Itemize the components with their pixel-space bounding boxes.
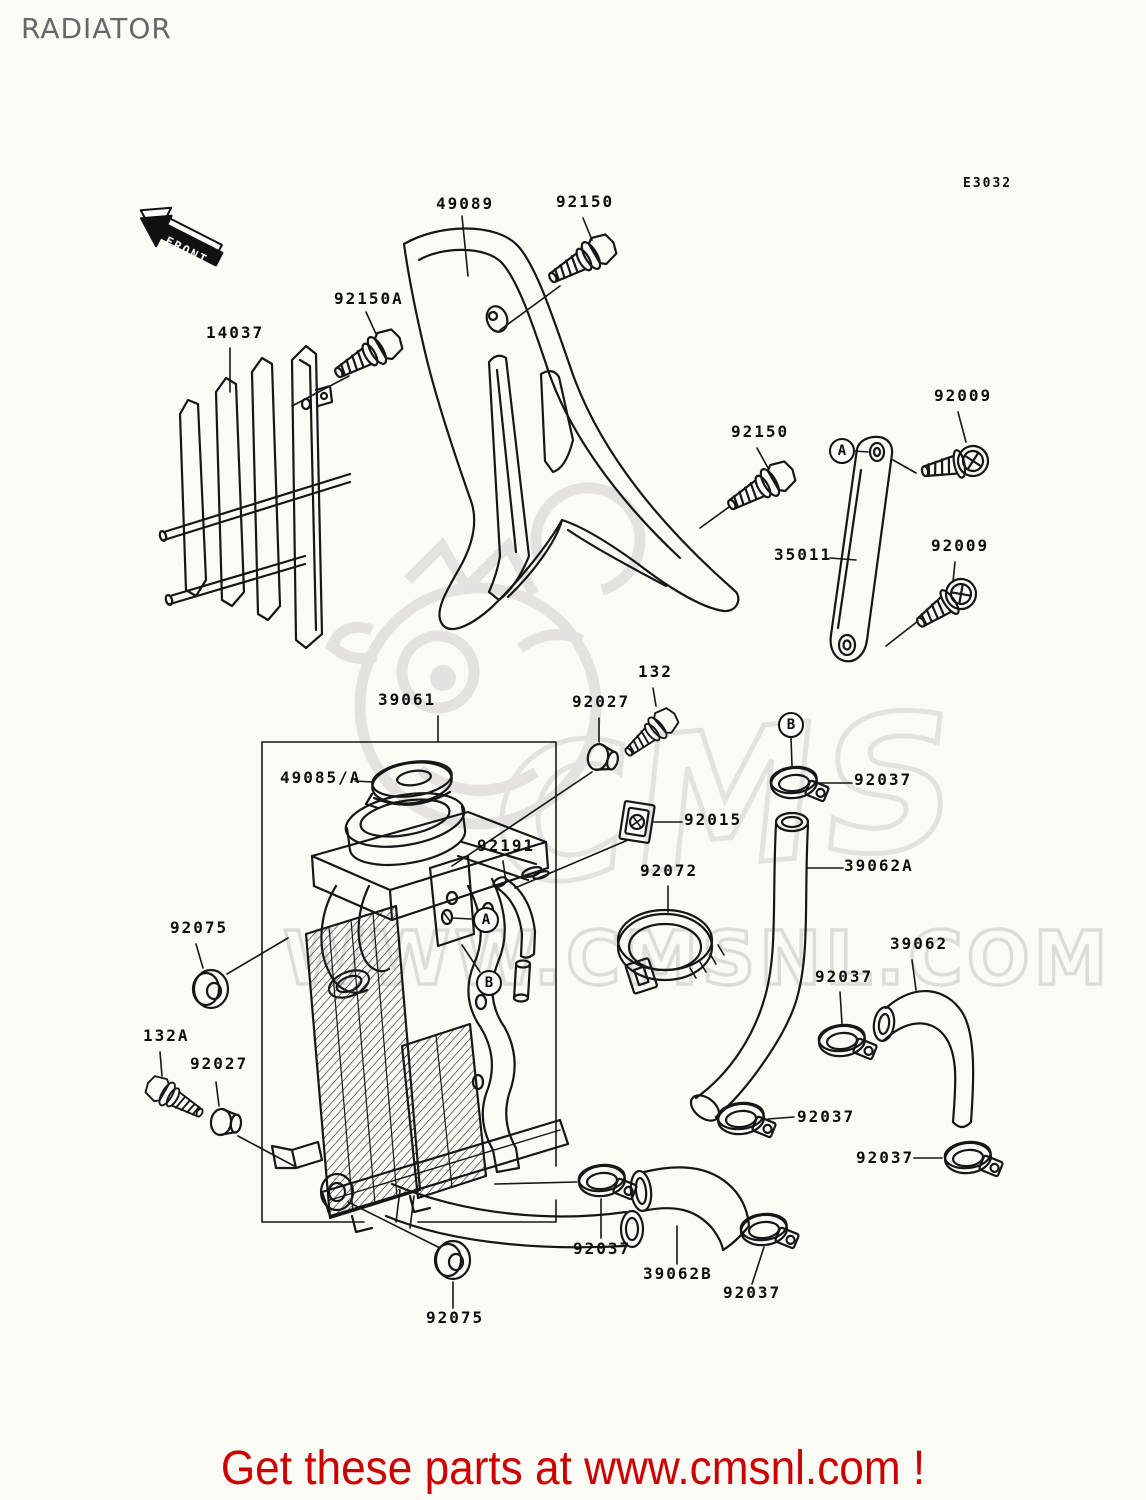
diagram-code: E3032	[963, 176, 1013, 191]
clamp-92037-right	[816, 1020, 880, 1066]
watermark-logo-text: CMS	[485, 671, 970, 928]
part-label-92072: 92072	[640, 861, 699, 880]
part-label-49089: 49089	[436, 194, 495, 213]
bolt-92150a	[327, 323, 409, 389]
part-label-92037-outlet: 92037	[573, 1239, 632, 1258]
part-label-92150-top: 92150	[556, 192, 615, 211]
part-label-39061: 39061	[378, 690, 437, 709]
callout-b-radiator: B	[476, 970, 502, 996]
part-label-92150a: 92150A	[334, 289, 404, 308]
part-label-35011: 35011	[774, 545, 833, 564]
part-label-132: 132	[638, 662, 673, 681]
part-label-39062: 39062	[890, 934, 949, 953]
hose-39062-drawing	[872, 990, 975, 1129]
bolt-92009-top	[917, 442, 992, 488]
hose-39062b-drawing	[629, 1166, 751, 1252]
part-label-39062b: 39062B	[643, 1264, 713, 1283]
grommet-92075-left	[191, 968, 230, 1010]
part-label-92015: 92015	[684, 810, 743, 829]
part-label-92037-39062b: 92037	[723, 1283, 782, 1302]
callout-b-clamp: B	[778, 712, 804, 738]
hose-39062a-drawing	[689, 811, 810, 1122]
clamp-92037-outlet	[576, 1160, 640, 1206]
radiator-box-39061	[261, 741, 557, 1223]
part-label-92075-bottom: 92075	[426, 1308, 485, 1327]
bolt-92150-top	[541, 228, 623, 294]
bracket-35011-drawing	[829, 435, 894, 663]
part-label-92037-br: 92037	[856, 1148, 915, 1167]
front-arrow: FRONT	[139, 206, 224, 267]
bolt-92150-mid	[720, 455, 802, 521]
radiator-39061-drawing	[270, 792, 645, 1249]
clamp-92037-39062b	[738, 1209, 802, 1255]
part-label-92075-left: 92075	[170, 918, 229, 937]
page-title: RADIATOR	[21, 12, 172, 45]
part-label-92009-top: 92009	[934, 386, 993, 405]
callout-a-bracket: A	[829, 438, 855, 464]
part-label-39062a: 39062A	[844, 856, 914, 875]
part-label-92037-right: 92037	[815, 967, 874, 986]
plug-92027-bottom	[208, 1106, 244, 1139]
cmsnl-banner-link[interactable]: Get these parts at www.cmsnl.com !	[220, 1442, 926, 1495]
grille-14037-drawing	[158, 344, 352, 650]
leader-lines	[159, 215, 967, 1309]
part-label-49085a: 49085/A	[280, 768, 362, 787]
clamp-92072-drawing	[616, 908, 725, 995]
part-label-92027-bottom: 92027	[190, 1054, 249, 1073]
part-label-14037: 14037	[206, 323, 265, 342]
bolt-92009-bottom	[908, 572, 983, 638]
hose-92191-drawing	[492, 876, 537, 1003]
part-label-92009-bottom: 92009	[931, 536, 990, 555]
clamp-92037-mid	[715, 1098, 779, 1144]
part-label-92037-b: 92037	[854, 770, 913, 789]
part-label-92150-mid: 92150	[731, 422, 790, 441]
callout-a-radiator: A	[473, 907, 499, 933]
shroud-49089-drawing	[402, 227, 740, 631]
watermark: CMS WWW.CMSNL.COM	[281, 482, 1109, 1004]
part-label-92037-mid: 92037	[797, 1107, 856, 1126]
clamp-92037-bottom-right	[942, 1137, 1006, 1183]
part-label-92027-top: 92027	[572, 692, 631, 711]
grommet-92075-bottom	[433, 1239, 472, 1281]
part-label-92191: 92191	[477, 836, 536, 855]
nut-92015-drawing	[618, 800, 656, 844]
bolt-132a	[140, 1070, 210, 1126]
part-label-132a: 132A	[143, 1026, 190, 1045]
